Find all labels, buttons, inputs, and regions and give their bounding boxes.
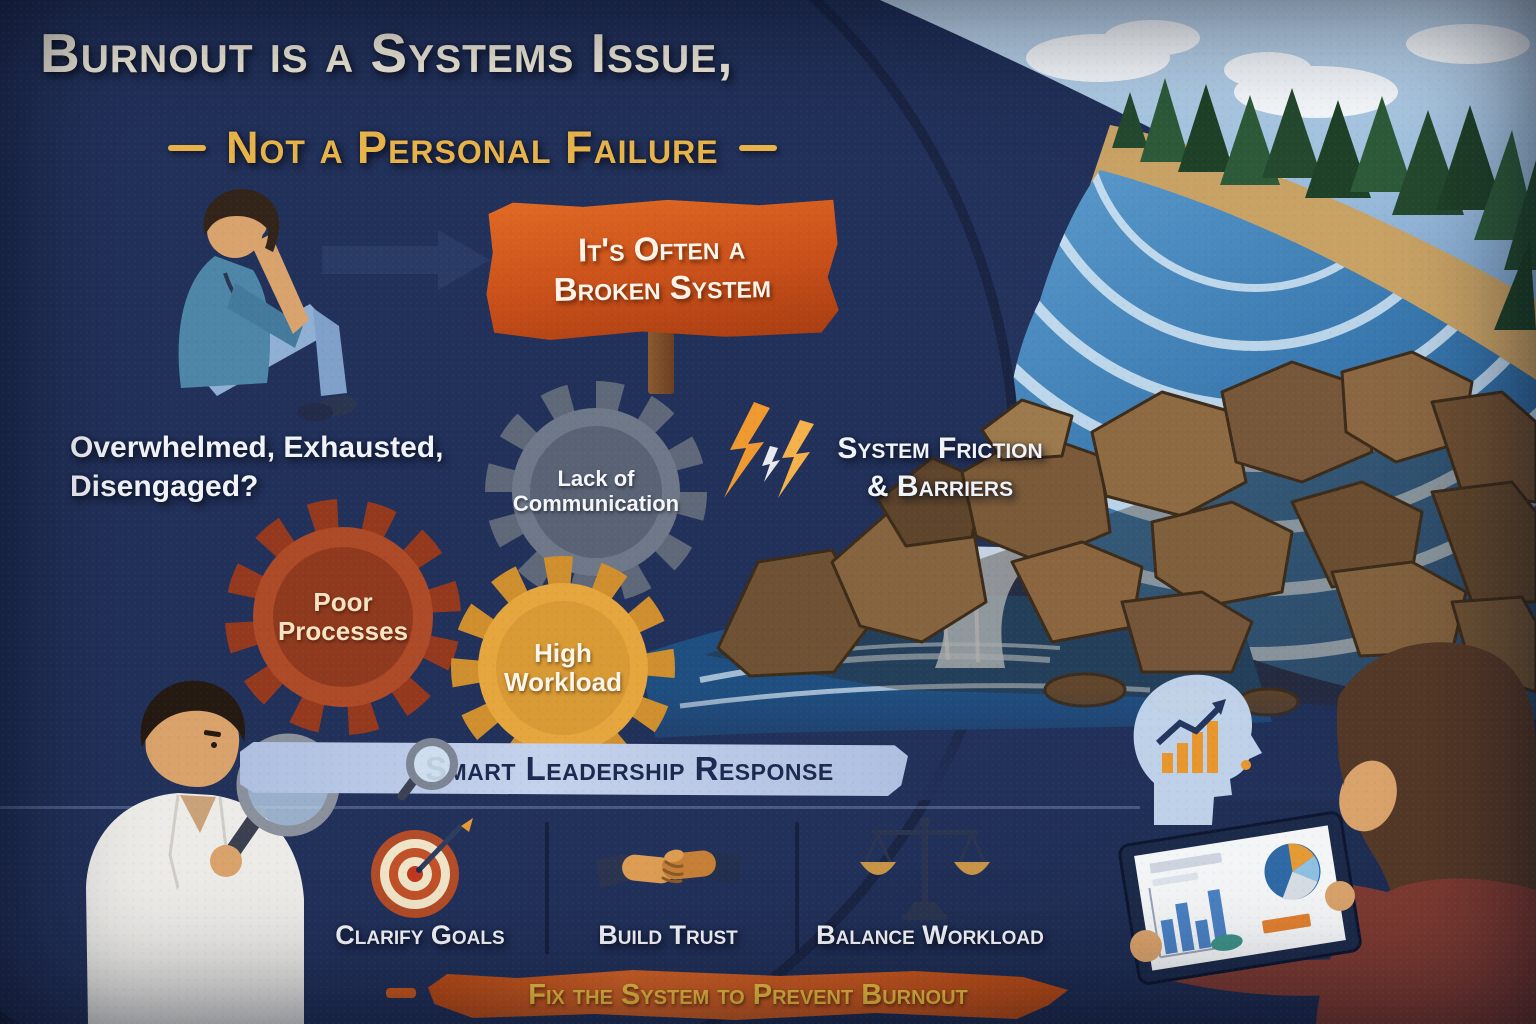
column-divider	[545, 822, 549, 954]
arrow-icon	[322, 230, 490, 290]
scales-icon	[860, 817, 990, 920]
sign-text: It's Often a Broken System	[553, 228, 772, 308]
burnout-question: Overwhelmed, Exhausted, Disengaged?	[70, 431, 444, 503]
gear-processes	[225, 499, 461, 735]
broken-system-sign: It's Often a Broken System	[485, 197, 839, 341]
gear-label-workload: High Workload	[504, 637, 622, 697]
tablet-bar-chart	[1160, 889, 1229, 955]
lightning-icon	[724, 402, 814, 498]
exhausted-person-illustration	[178, 188, 357, 421]
gear-communication	[485, 381, 707, 603]
subtitle-dash-left	[168, 145, 206, 151]
response-label-clarify-goals: Clarify Goals	[335, 920, 505, 950]
tablet	[1118, 811, 1362, 985]
footer-text: Fix the System to Prevent Burnout	[528, 978, 968, 1011]
response-label-balance-workload: Balance Workload	[816, 920, 1044, 950]
tablet-person-illustration	[1118, 642, 1536, 1024]
page-subtitle: Not a Personal Failure	[226, 122, 719, 173]
column-divider	[795, 822, 799, 954]
section-divider-line	[0, 806, 1140, 809]
footer-banner: Fix the System to Prevent Burnout	[428, 970, 1068, 1020]
gear-workload	[451, 556, 675, 780]
gear-label-processes: Poor Processes	[277, 586, 409, 646]
magnifier-icon	[397, 738, 458, 801]
leadership-banner-title: Smart Leadership Response	[425, 750, 834, 787]
target-icon	[371, 818, 473, 918]
subtitle-dash-right	[738, 145, 777, 151]
response-label-build-trust: Build Trust	[598, 920, 738, 950]
page-title: Burnout is a Systems Issue,	[40, 22, 734, 84]
pine-trees	[1112, 78, 1536, 330]
leadership-banner: Smart Leadership Response	[240, 742, 908, 796]
tablet-pie-chart	[1264, 843, 1321, 900]
gear-label-communication: Lack of Communication	[512, 466, 680, 516]
head-chart-icon	[1133, 674, 1262, 825]
investigator-illustration	[86, 680, 340, 1024]
system-friction-label: System Friction & Barriers	[837, 432, 1043, 503]
page-subtitle-row: Not a Personal Failure	[168, 122, 777, 174]
handshake-icon	[596, 849, 742, 888]
footer-dash	[386, 988, 416, 998]
